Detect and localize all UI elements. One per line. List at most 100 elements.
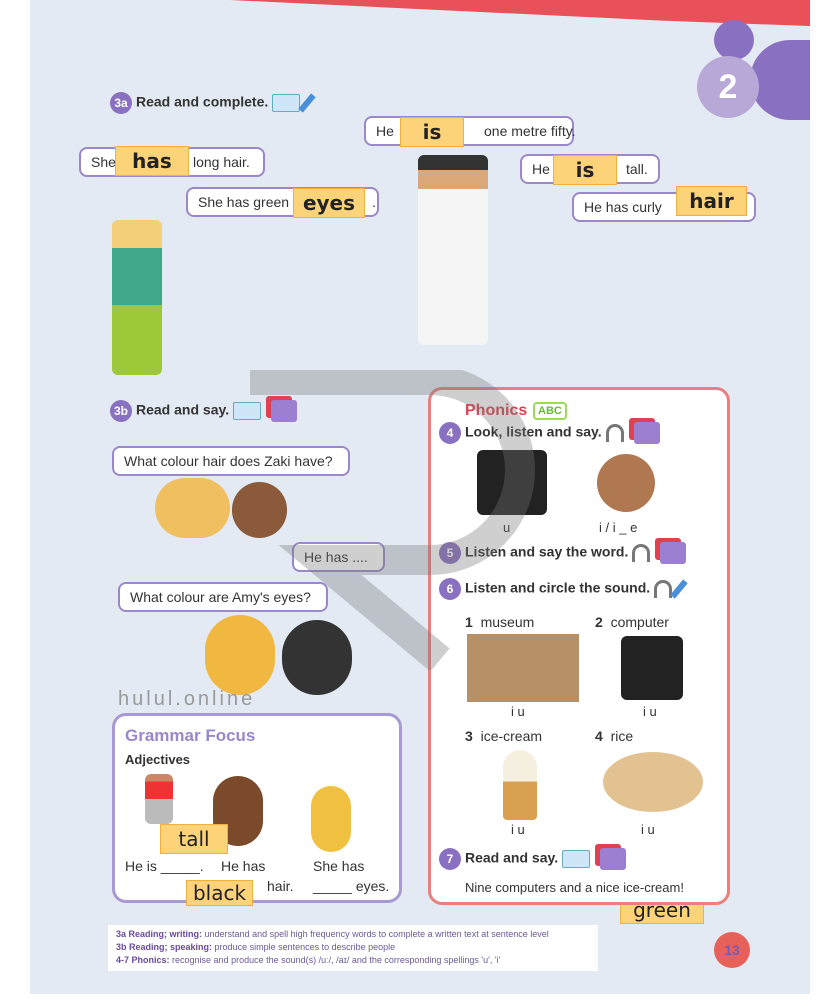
speech-icon (271, 400, 298, 422)
answer-box[interactable]: is (400, 117, 464, 147)
bubble-text: He has curly (584, 199, 662, 215)
speech-bubble: He has .... (292, 542, 385, 572)
ex-title: Read and complete. (136, 93, 269, 110)
item-number: 3 (465, 728, 473, 744)
note-text: understand and spell high frequency word… (204, 929, 549, 939)
sound-label: u (503, 520, 511, 535)
ex-number: 3b (110, 400, 132, 422)
grammar-sentence: hair. (267, 878, 294, 894)
item-computer: 2 computer (595, 614, 669, 630)
grammar-sentence: He has (221, 858, 266, 874)
grammar-sentence: She has (313, 858, 365, 874)
book-icon (233, 402, 262, 420)
ex-number: 5 (439, 542, 461, 564)
ex7-sentence: Nine computers and a nice ice-cream! (465, 880, 684, 895)
item-ice-cream: 3 ice-cream (465, 728, 542, 744)
decor-shape (750, 40, 810, 120)
page-number: 13 (714, 932, 750, 968)
book-icon (272, 94, 301, 112)
answer-box[interactable]: black (186, 880, 253, 906)
ex-number: 7 (439, 848, 461, 870)
note-line: 3a Reading; writing: understand and spel… (116, 928, 590, 941)
ex-title: Read and say. (465, 849, 559, 866)
bubble-text: He (376, 123, 394, 139)
girl-hijab-face (282, 620, 352, 695)
rice-image (603, 752, 703, 812)
girl-illustration (112, 220, 162, 375)
ex-title: Read and say. (136, 401, 230, 418)
note-line: 4-7 Phonics: recognise and produce the s… (116, 954, 590, 967)
note-text: recognise and produce the sound(s) /uː/,… (172, 955, 501, 965)
bubble-text: tall. (626, 161, 648, 177)
note-text: produce simple sentences to describe peo… (214, 942, 396, 952)
grammar-sentence: _____ eyes. (313, 878, 390, 894)
ex-number: 4 (439, 422, 461, 444)
item-word: ice-cream (480, 728, 543, 744)
answer-box[interactable]: has (115, 146, 189, 176)
bubble-text: She (91, 154, 116, 170)
item-word: rice (610, 728, 634, 744)
speech-icon (660, 542, 687, 564)
bubble-text: He (532, 161, 550, 177)
sound-choice[interactable]: i u (511, 822, 525, 837)
bubble-text: one metre fifty. (484, 123, 576, 139)
headphones-icon (632, 544, 651, 562)
speech-bubble: What colour are Amy's eyes? (118, 582, 328, 612)
item-word: museum (480, 614, 535, 630)
boy-illustration (418, 155, 488, 345)
boy-face (155, 478, 230, 538)
grammar-subtitle: Adjectives (125, 752, 191, 767)
decor-circle (714, 20, 754, 60)
item-museum: 1 museum (465, 614, 534, 630)
computer-image (621, 636, 683, 700)
pencil-icon (670, 579, 688, 599)
smiling-boy-image (597, 454, 655, 512)
item-number: 1 (465, 614, 473, 630)
grammar-focus-box: Grammar Focus Adjectives He is _____. He… (112, 713, 402, 903)
speech-icon (633, 422, 660, 444)
ex-number: 3a (110, 92, 132, 114)
speech-bubble: He one metre fifty. (364, 116, 576, 146)
speech-bubble: What colour hair does Zaki have? (112, 446, 350, 476)
museum-image (467, 634, 579, 702)
watermark-text: hulul.online (118, 688, 256, 710)
answer-box[interactable]: is (553, 155, 617, 185)
answer-box[interactable]: hair (676, 186, 747, 216)
bubble-text: . (372, 194, 376, 210)
item-number: 2 (595, 614, 603, 630)
answer-box[interactable]: tall (160, 824, 228, 854)
zaki-face (232, 482, 287, 538)
item-number: 4 (595, 728, 603, 744)
ice-cream-image (503, 750, 537, 820)
ex-title: Listen and circle the sound. (465, 579, 651, 596)
item-word: computer (610, 614, 669, 630)
note-label: 4-7 Phonics: (116, 955, 170, 965)
curriculum-notes: 3a Reading; writing: understand and spel… (108, 925, 598, 971)
girl-green-eyes (311, 786, 351, 852)
bubble-text: She has green (198, 194, 290, 210)
speech-icon (600, 848, 627, 870)
item-rice: 4 rice (595, 728, 633, 744)
headphones-icon (654, 580, 673, 598)
sound-choice[interactable]: i u (643, 704, 657, 719)
grammar-title: Grammar Focus (125, 726, 256, 745)
bubble-text: long hair. (193, 154, 250, 170)
answer-box[interactable]: eyes (293, 188, 365, 218)
amy-face (205, 615, 275, 695)
sound-choice[interactable]: i u (511, 704, 525, 719)
computer-image (477, 450, 547, 515)
note-label: 3b Reading; speaking: (116, 942, 213, 952)
tall-boy-illustration (145, 774, 173, 824)
headphones-icon (605, 424, 624, 442)
ex-title: Listen and say the word. (465, 543, 629, 560)
sound-label: i / i _ e (599, 520, 638, 535)
phonics-title: Phonics (465, 402, 528, 419)
note-label: 3a Reading; writing: (116, 929, 203, 939)
ex-title: Look, listen and say. (465, 423, 602, 440)
sound-choice[interactable]: i u (641, 822, 655, 837)
